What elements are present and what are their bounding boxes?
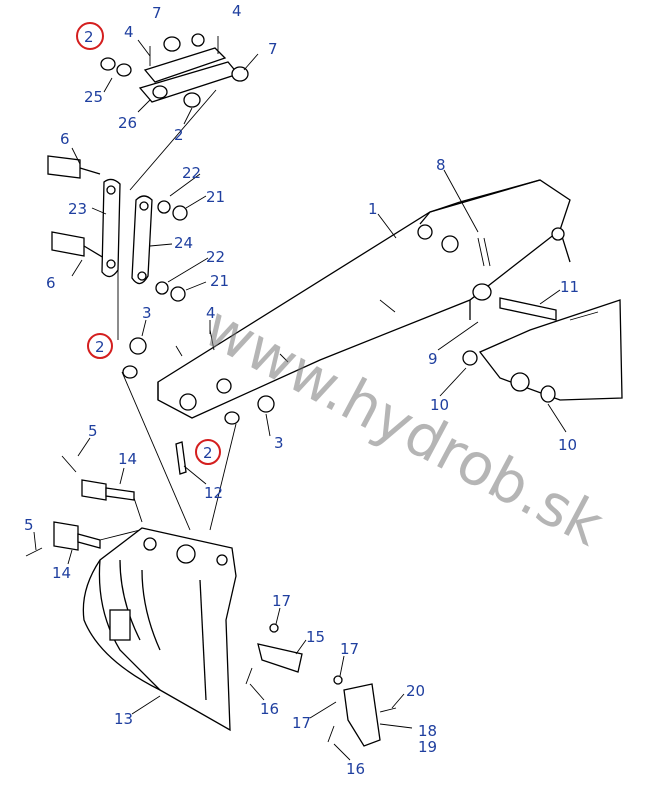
callout-23[interactable]: 23 — [68, 200, 87, 218]
callout-2-top[interactable]: 2 — [84, 28, 94, 46]
callout-10-right[interactable]: 10 — [558, 436, 577, 454]
highlight-circle-left — [87, 333, 113, 359]
upper-link-assembly — [100, 33, 249, 108]
callout-16-top[interactable]: 16 — [260, 700, 279, 718]
bucket-pins — [25, 455, 135, 557]
callout-7-right[interactable]: 7 — [268, 40, 278, 58]
callout-1[interactable]: 1 — [368, 200, 378, 218]
boom — [157, 179, 571, 419]
callout-2-bottom[interactable]: 2 — [203, 444, 213, 462]
callout-3-left[interactable]: 3 — [142, 304, 152, 322]
highlight-circle-top — [76, 22, 104, 50]
callout-21-bottom[interactable]: 21 — [210, 272, 229, 290]
callout-10-left[interactable]: 10 — [430, 396, 449, 414]
boom-bushings — [122, 329, 275, 475]
callout-5-top[interactable]: 5 — [88, 422, 98, 440]
callout-20[interactable]: 20 — [406, 682, 425, 700]
callout-2-left[interactable]: 2 — [95, 338, 105, 356]
callout-26[interactable]: 26 — [118, 114, 137, 132]
callout-17-bottom[interactable]: 17 — [292, 714, 311, 732]
callout-5-bottom[interactable]: 5 — [24, 516, 34, 534]
callout-13[interactable]: 13 — [114, 710, 133, 728]
highlight-circles — [76, 22, 221, 465]
bucket — [82, 527, 237, 732]
callout-11[interactable]: 11 — [560, 278, 579, 296]
callout-2-mid[interactable]: 2 — [174, 126, 184, 144]
pins-right — [477, 237, 557, 321]
callout-25[interactable]: 25 — [84, 88, 103, 106]
callout-12[interactable]: 12 — [204, 484, 223, 502]
callout-22-top[interactable]: 22 — [182, 164, 201, 182]
callout-4-mid[interactable]: 4 — [206, 304, 216, 322]
teeth-parts — [245, 623, 397, 747]
callout-22-bottom[interactable]: 22 — [206, 248, 225, 266]
callout-7-top-a[interactable]: 7 — [152, 4, 162, 22]
right-bracket — [462, 299, 623, 403]
callout-4-top[interactable]: 4 — [124, 23, 134, 41]
callout-17-top[interactable]: 17 — [272, 592, 291, 610]
callout-19[interactable]: 19 — [418, 738, 437, 756]
callout-4-top-b[interactable]: 4 — [232, 2, 242, 20]
callout-14-bottom[interactable]: 14 — [52, 564, 71, 582]
callout-21-top[interactable]: 21 — [206, 188, 225, 206]
callout-16-bottom[interactable]: 16 — [346, 760, 365, 778]
callout-14-top[interactable]: 14 — [118, 450, 137, 468]
callout-6-top[interactable]: 6 — [60, 130, 70, 148]
callout-18[interactable]: 18 — [418, 722, 437, 740]
callout-24[interactable]: 24 — [174, 234, 193, 252]
callout-17-mid[interactable]: 17 — [340, 640, 359, 658]
callout-3-right[interactable]: 3 — [274, 434, 284, 452]
callouts: 2 4 7 4 7 25 26 2 6 22 21 23 24 22 21 6 … — [24, 2, 579, 778]
callout-6-bottom[interactable]: 6 — [46, 274, 56, 292]
side-links — [47, 89, 217, 340]
callout-9[interactable]: 9 — [428, 350, 438, 368]
leader-lines — [33, 39, 567, 761]
highlight-circle-bottom — [195, 439, 221, 465]
callout-8[interactable]: 8 — [436, 156, 446, 174]
callout-15[interactable]: 15 — [306, 628, 325, 646]
